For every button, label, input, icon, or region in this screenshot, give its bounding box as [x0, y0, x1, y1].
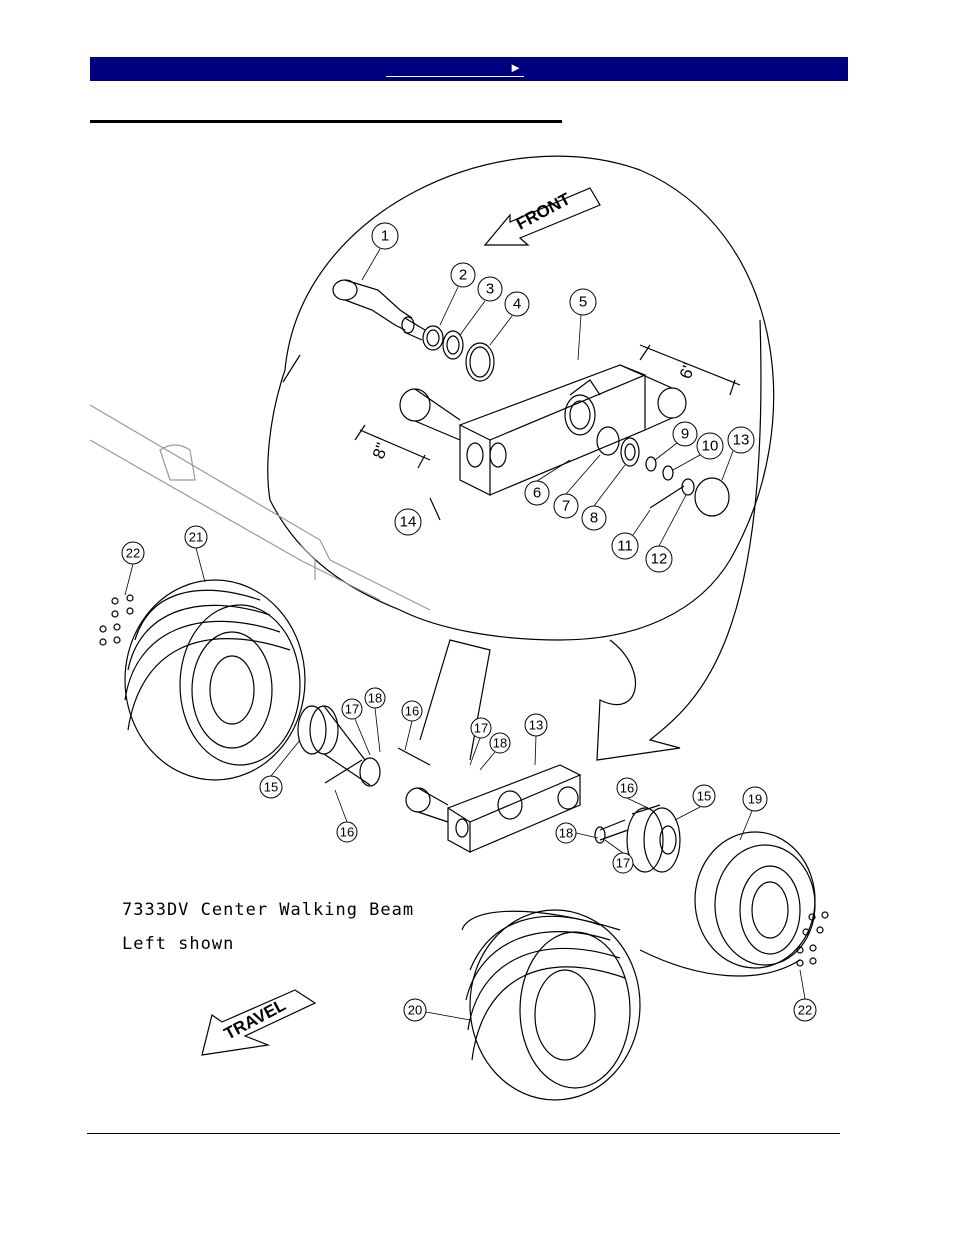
- callout-5: [569, 288, 597, 316]
- callout-14: [394, 508, 422, 536]
- travel-label: TRAVEL: [221, 995, 289, 1043]
- right-tire: [465, 909, 641, 1101]
- next-page-link[interactable]: ►: [386, 59, 524, 77]
- washer: [645, 456, 657, 472]
- right-hub: [626, 807, 681, 873]
- caption-title: 7333DV Center Walking Beam: [122, 900, 415, 920]
- callout-text-13a: 13: [733, 432, 750, 449]
- callout-19: [742, 786, 768, 812]
- callout-text-2: 2: [459, 267, 467, 284]
- callout-15b: [692, 784, 716, 808]
- callout-text-18a: 18: [368, 691, 382, 706]
- frame-tube: [89, 404, 431, 611]
- caption-subtitle: Left shown: [122, 934, 235, 954]
- right-hub-bolt: [631, 804, 661, 815]
- callout-text-10: 10: [702, 438, 719, 455]
- spindle-nut: [662, 465, 674, 481]
- callout-text-15b: 15: [697, 789, 711, 804]
- callout-3: [477, 276, 503, 302]
- detail-pointer-arrow: [596, 319, 762, 761]
- callout-text-18b: 18: [493, 736, 507, 751]
- right-lug-bolts: [796, 911, 829, 967]
- walking-beam-detail: [399, 364, 687, 496]
- inner-bearing-cone: [620, 437, 640, 467]
- bearing-cone: [442, 330, 464, 360]
- callout-text-16a: 16: [405, 704, 419, 719]
- dim-label-6: 6": [676, 360, 699, 381]
- callout-text-17b: 17: [474, 721, 488, 736]
- left-tire: [124, 579, 306, 781]
- travel-arrow: [201, 989, 317, 1056]
- callout-text-8: 8: [590, 510, 598, 527]
- right-rim: [694, 831, 816, 969]
- callout-text-15a: 15: [264, 780, 278, 795]
- callout-text-16b: 16: [340, 825, 354, 840]
- center-bolt: [397, 747, 431, 766]
- callout-text-17c: 17: [616, 856, 630, 871]
- callouts: [121, 222, 817, 1022]
- callout-text-11: 11: [617, 538, 633, 555]
- callout-2: [450, 262, 476, 288]
- callout-text-19: 19: [748, 792, 762, 807]
- callout-text-17a: 17: [345, 702, 359, 717]
- dim-label-8: 8": [369, 440, 392, 461]
- bearing-cup: [422, 325, 444, 351]
- callout-text-3: 3: [486, 281, 494, 298]
- callout-text-20: 20: [408, 1003, 422, 1018]
- front-arrow: [483, 187, 601, 246]
- front-label: FRONT: [513, 189, 574, 234]
- callout-text-4: 4: [513, 296, 521, 313]
- dust-cap: [694, 477, 730, 517]
- callout-text-6: 6: [533, 485, 541, 502]
- walking-beam-assembly: [405, 639, 582, 854]
- callout-17a: [341, 698, 363, 720]
- header-bar: [90, 57, 848, 81]
- callout-1: [371, 222, 399, 250]
- callout-9: [672, 421, 698, 447]
- detail-bubble: [267, 155, 775, 641]
- section-title-rule: [90, 120, 562, 123]
- left-hub-bolt: [324, 759, 363, 784]
- callout-13a: [727, 426, 755, 454]
- callout-text-7: 7: [562, 498, 570, 515]
- callout-17b: [470, 717, 492, 739]
- inner-bearing-cup: [596, 426, 620, 456]
- left-lug-bolts: [99, 594, 134, 646]
- callout-text-1: 1: [381, 228, 389, 245]
- callout-text-5: 5: [579, 294, 587, 311]
- callout-text-16c: 16: [620, 781, 634, 796]
- dim-line-6: [639, 344, 741, 396]
- callout-text-12: 12: [651, 551, 668, 568]
- callout-text-22a: 22: [126, 546, 140, 561]
- callout-text-9: 9: [681, 426, 689, 443]
- callout-18b: [489, 732, 511, 754]
- callout-text-13b: 13: [529, 718, 543, 733]
- dim-line-8: [354, 424, 431, 469]
- cotter-pin: [649, 485, 685, 509]
- callout-10: [696, 432, 724, 460]
- callout-text-21: 21: [189, 530, 203, 545]
- footer-rule: [87, 1133, 840, 1134]
- callout-text-14: 14: [400, 514, 417, 531]
- spindle-part: [332, 279, 426, 341]
- callout-text-22b: 22: [798, 1003, 812, 1018]
- callout-20: [403, 998, 427, 1022]
- callout-11: [611, 532, 639, 560]
- callout-4: [504, 291, 530, 317]
- castle-nut: [681, 478, 695, 496]
- callout-text-18c: 18: [559, 826, 573, 841]
- seal: [465, 342, 495, 382]
